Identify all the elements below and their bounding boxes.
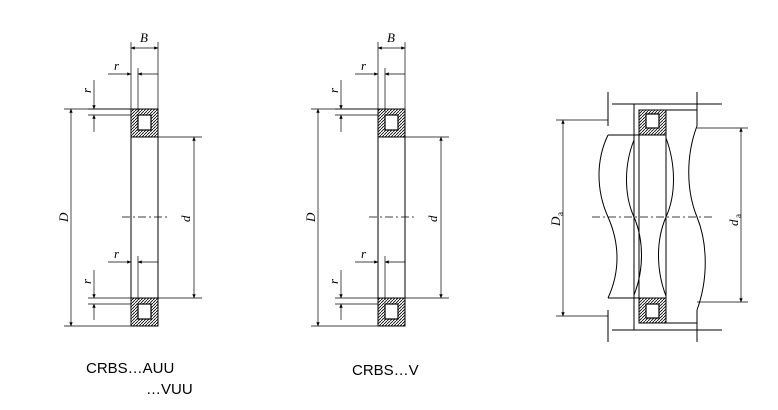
label-r-left-vert-bottom: r xyxy=(79,278,94,284)
bearing-middle xyxy=(311,42,449,327)
label-r-middle-vert-bottom: r xyxy=(326,278,341,284)
label-r-left-bottom: r xyxy=(114,246,120,261)
label-Da-main: D xyxy=(548,216,563,227)
mount-roller-top xyxy=(645,113,660,129)
label-D-middle: D xyxy=(303,212,318,223)
roller-top xyxy=(384,114,399,131)
label-r-middle-vert-top: r xyxy=(326,87,341,93)
label-da-main: d xyxy=(726,219,741,226)
label-da-sub: a xyxy=(733,214,743,218)
bearing-left xyxy=(64,42,202,327)
mounting-diagram xyxy=(556,92,748,342)
caption-left-line1: CRBS…AUU xyxy=(86,360,175,377)
label-r-left-vert-top: r xyxy=(79,87,94,93)
label-d-middle: d xyxy=(425,215,440,222)
caption-middle: CRBS…V xyxy=(352,362,419,379)
label-r-left-top: r xyxy=(114,58,120,73)
label-B-middle: B xyxy=(387,30,395,45)
label-d-left: d xyxy=(178,215,193,222)
label-Da: D a xyxy=(548,212,565,227)
caption-left-line2: …VUU xyxy=(146,381,193,398)
label-da: d a xyxy=(726,214,743,226)
label-D-left: D xyxy=(56,212,71,223)
label-B-left: B xyxy=(140,30,148,45)
label-Da-sub: a xyxy=(555,212,565,216)
roller-top xyxy=(137,114,152,131)
label-r-middle-top: r xyxy=(361,58,367,73)
roller-bottom xyxy=(384,303,399,320)
roller-bottom xyxy=(137,303,152,320)
label-r-middle-bottom: r xyxy=(361,246,367,261)
mount-roller-bottom xyxy=(645,303,660,319)
